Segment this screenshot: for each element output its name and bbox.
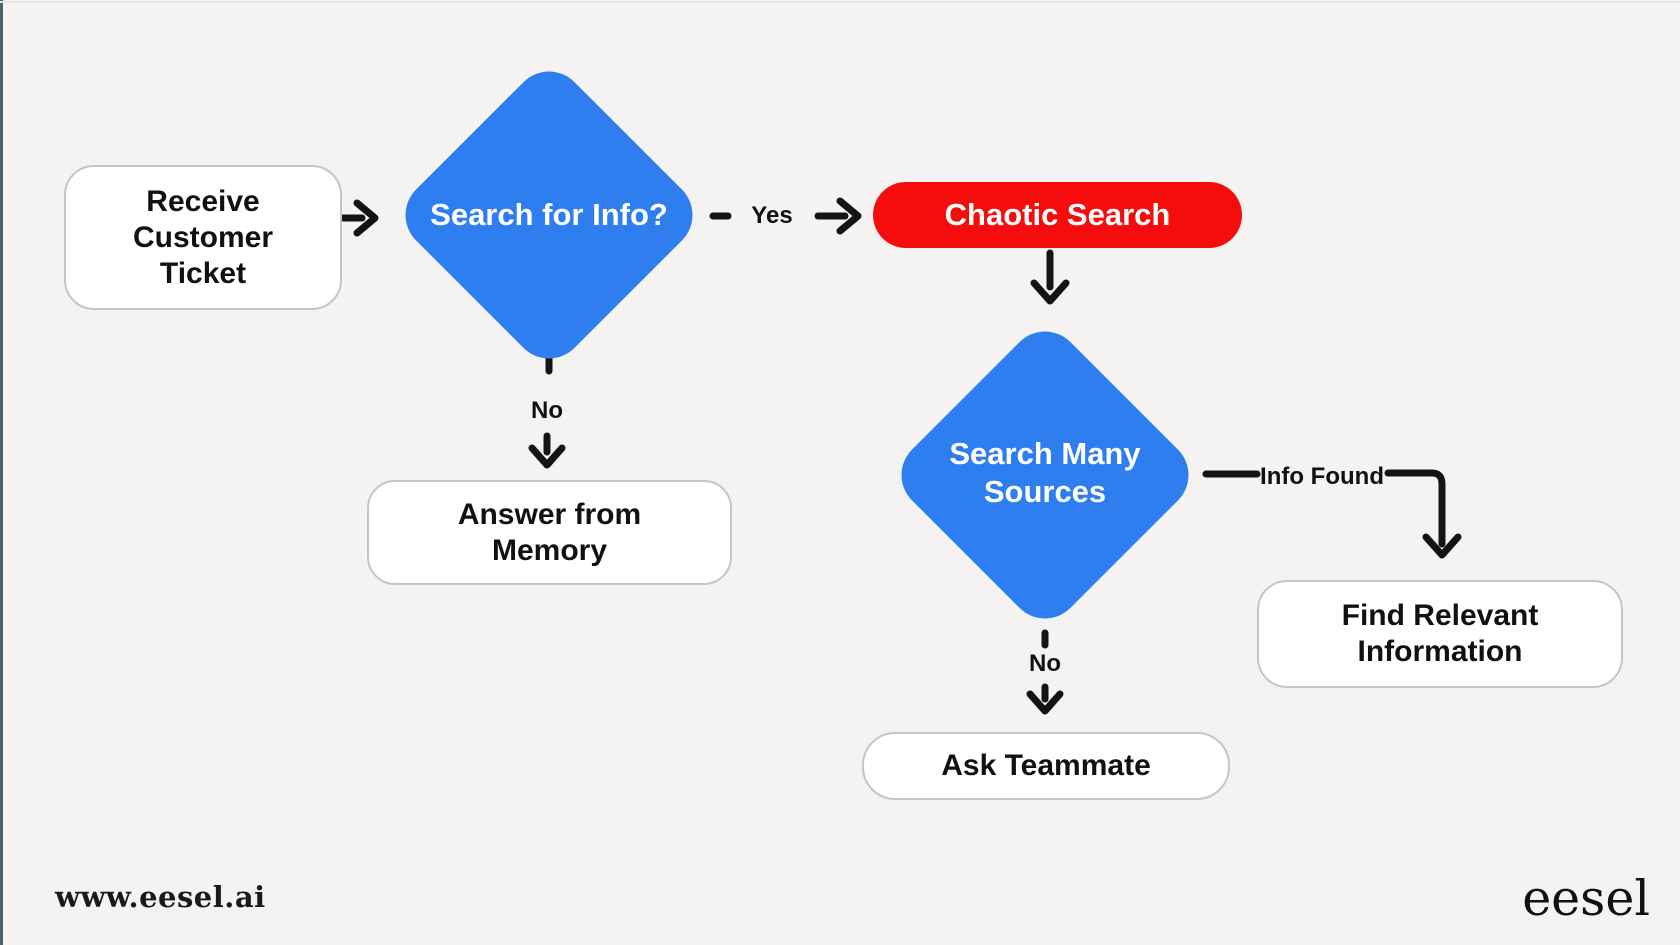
edge-label-no-search-info: No <box>531 397 563 424</box>
connector-chaotic-down-arrow <box>1030 249 1070 305</box>
node-label: Chaotic Search <box>944 197 1171 232</box>
node-answer-from-memory: Answer from Memory <box>367 480 732 585</box>
eesel-logo: eesel <box>1522 870 1650 927</box>
node-label: Receive Customer Ticket <box>132 184 274 290</box>
node-label: Answer from Memory <box>457 497 642 567</box>
node-label: Ask Teammate <box>941 749 1151 782</box>
edge-label-yes: Yes <box>751 202 793 229</box>
node-find-relevant-information: Find Relevant Information <box>1257 580 1623 688</box>
node-label: Find Relevant Information <box>1341 599 1539 668</box>
node-ask-teammate: Ask Teammate <box>862 732 1230 800</box>
edge-label-info-found: Info Found <box>1260 463 1384 490</box>
node-chaotic-search: Chaotic Search <box>873 182 1242 248</box>
footer-website-url: www.eesel.ai <box>55 880 266 914</box>
node-label: Search Many Sources <box>949 436 1141 509</box>
left-edge-line <box>0 0 3 945</box>
edge-label-no-search-many: No <box>1029 650 1061 677</box>
node-receive-customer-ticket: Receive Customer Ticket <box>64 165 342 310</box>
connector-ticket-to-search-arrow <box>339 199 379 237</box>
node-label: Search for Info? <box>430 197 668 232</box>
top-edge-line <box>0 1 1680 3</box>
